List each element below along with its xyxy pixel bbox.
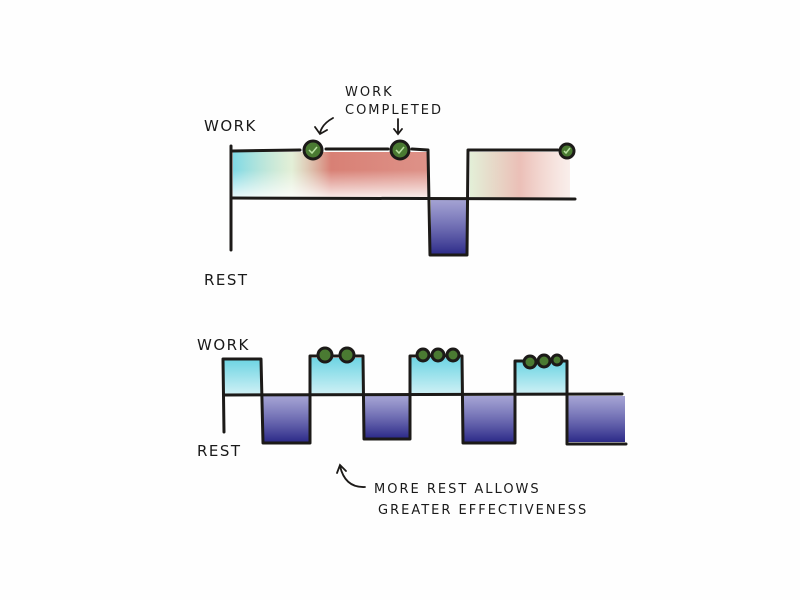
- rest-fill: [263, 396, 310, 442]
- completed-check-icon: [389, 139, 411, 161]
- completed-dots: [316, 346, 564, 370]
- arrow-icon: [314, 117, 334, 136]
- annotation-more-rest-1: MORE REST ALLOWS: [374, 482, 541, 497]
- work-label: WORK: [204, 117, 257, 135]
- completed-check-icon: [522, 354, 538, 370]
- rest-fill: [463, 396, 515, 442]
- completed-check-icon: [445, 347, 461, 363]
- completed-check-icon: [316, 346, 334, 364]
- completed-check-icon: [558, 142, 576, 160]
- work-fill: [470, 152, 570, 198]
- completed-check-icon: [550, 353, 564, 367]
- arrow-icon: [336, 463, 366, 488]
- completed-check-icon: [536, 353, 552, 369]
- annotation-work-completed-1: WORK: [345, 85, 394, 100]
- top-diagram: WORK REST WORK COMPLETED: [204, 85, 577, 289]
- arrow-icon: [393, 118, 403, 136]
- work-fill: [224, 360, 262, 394]
- work-fill-fade: [233, 170, 429, 198]
- baseline: [229, 196, 577, 201]
- bottom-diagram: WORK REST MORE REST ALLOWS GREATER EFFEC…: [197, 336, 628, 518]
- rest-fill: [431, 199, 467, 255]
- rest-fill: [568, 396, 625, 442]
- annotation-work-completed-2: COMPLETED: [345, 103, 443, 118]
- rest-fill: [364, 396, 410, 438]
- work-line: [230, 147, 560, 257]
- baseline: [222, 392, 624, 397]
- completed-check-icon: [302, 139, 324, 161]
- completed-check-icon: [430, 347, 446, 363]
- annotation-more-rest-2: GREATER EFFECTIVENESS: [378, 503, 588, 518]
- completed-check-icon: [415, 347, 431, 363]
- rest-label: REST: [204, 271, 249, 289]
- rest-label: REST: [197, 442, 242, 460]
- work-label: WORK: [197, 336, 250, 354]
- completed-check-icon: [338, 346, 356, 364]
- work-fill: [411, 358, 462, 394]
- work-fill: [311, 358, 363, 394]
